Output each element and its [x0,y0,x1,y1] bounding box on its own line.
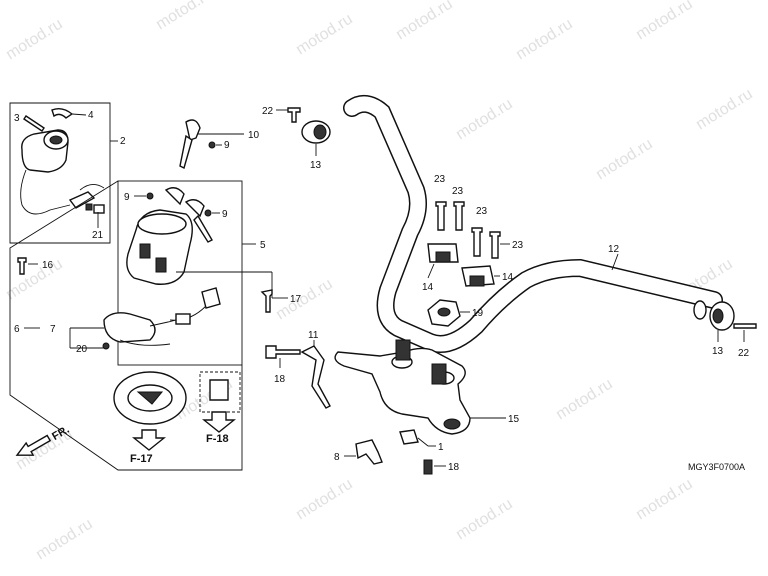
part-label-6: 6 [14,324,20,335]
watermark: motod.ru [633,0,696,43]
watermark: motod.ru [293,11,356,59]
part-label-9b: 9 [124,192,130,203]
part-label-14a: 14 [422,282,434,293]
part-label-11: 11 [308,330,319,341]
part-label-15: 15 [508,414,520,425]
part-label-23a: 23 [434,174,446,185]
part-label-1: 1 [438,442,444,453]
part-label-13a: 13 [310,160,322,171]
bar-end-weight-upper: 22 13 [262,106,331,171]
ref-f18-label: F-18 [206,433,229,445]
upper-holders: 14 14 [422,243,514,293]
part-label-23d: 23 [512,240,524,251]
watermark: motod.ru [153,0,216,33]
cable-bracket-part: 11 18 [265,330,331,409]
ref-f18-group: F-18 [199,371,241,445]
lower-clips: 8 1 18 [334,429,460,475]
handlebar-part: 12 [343,94,723,353]
ref-f17-group: F-17 [113,371,187,465]
watermark: motod.ru [293,476,356,524]
part-label-5: 5 [260,240,266,251]
bar-end-weight-right: 22 13 [709,301,757,359]
part-label-16: 16 [42,260,54,271]
part-label-23b: 23 [452,186,464,197]
watermark: motod.ru [693,86,756,134]
part-label-21: 21 [92,230,104,241]
watermark: motod.ru [513,16,576,64]
switch-housing-part [20,129,105,215]
screw-16-part [17,257,27,275]
part-label-18a: 18 [274,374,286,385]
part-label-23c: 23 [476,206,488,217]
watermark: motod.ru [3,16,66,64]
watermark: motod.ru [33,516,96,564]
part-label-7: 7 [50,324,56,335]
drawing-code: MGY3F0700A [688,462,745,472]
part-label-12: 12 [608,244,620,255]
part-label-19: 19 [472,308,484,319]
part-label-14b: 14 [502,272,514,283]
part-label-22b: 22 [738,348,750,359]
part-label-20: 20 [76,344,88,355]
ref-f17-label: F-17 [130,453,153,465]
watermark: motod.ru [3,256,66,304]
ignition-switch-group: 5 9 9 7 20 [50,180,273,366]
screw-17-part [260,289,273,313]
watermark: motod.ru [453,496,516,544]
group-bracket-2 [9,102,111,244]
watermark: motod.ru [273,276,336,324]
part-label-10: 10 [248,130,260,141]
part-label-4: 4 [88,110,94,121]
watermark: motod.ru [453,96,516,144]
clip-part [51,107,74,119]
part-label-22a: 22 [262,106,274,117]
group-bracket-6 [9,180,243,471]
holder-bolts: 23 23 23 23 [434,174,524,259]
watermark: motod.ru [593,136,656,184]
watermark: motod.ru [633,476,696,524]
steering-stem-nut: 19 [427,299,484,327]
top-bridge-part: 15 [334,339,520,435]
part-label-18b: 18 [448,462,460,473]
watermark: motod.ru [393,0,456,43]
watermark: motod.ru [553,376,616,424]
key-part: 9 10 [179,119,260,170]
screw-part [23,115,45,132]
part-label-9c: 9 [222,209,228,220]
part-label-13b: 13 [712,346,724,357]
part-label-2: 2 [120,136,126,147]
part-label-3: 3 [14,113,20,124]
part-label-8: 8 [334,452,340,463]
part-label-17: 17 [290,294,302,305]
switch-assembly-group: 3 4 2 21 16 [9,102,126,275]
part-label-9a: 9 [224,140,230,151]
